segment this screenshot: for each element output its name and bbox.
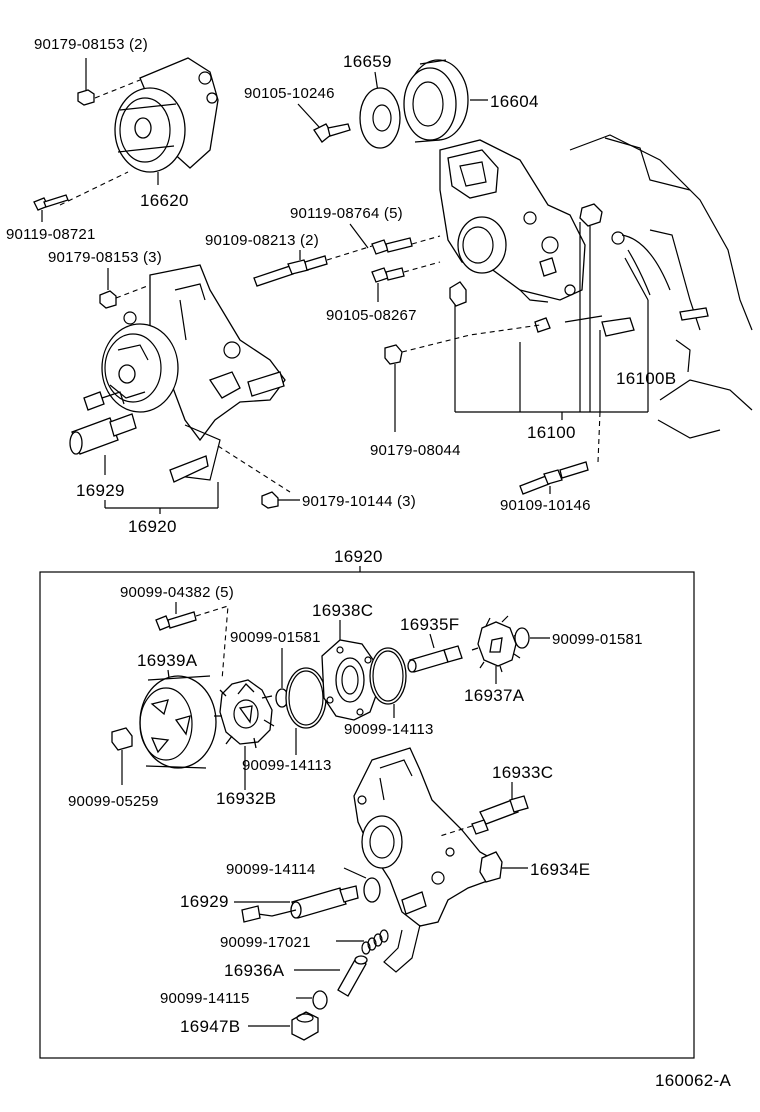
solenoid-16929-upper — [69, 391, 137, 455]
label-16620: 16620 — [140, 191, 189, 210]
o-ring-90099-14115 — [312, 990, 328, 1010]
solenoid-16929-box — [241, 885, 359, 923]
label-16659: 16659 — [343, 52, 392, 71]
label-90179-08153-3: 90179-08153 (3) — [48, 249, 162, 266]
label-16100: 16100 — [527, 423, 576, 442]
bolt-90099-04382 — [155, 602, 229, 681]
o-ring-90099-14113-a — [285, 667, 327, 729]
label-16929-top: 16929 — [76, 481, 125, 500]
label-90109-08213-2: 90109-08213 (2) — [205, 232, 319, 249]
label-90099-14114: 90099-14114 — [226, 861, 316, 878]
shaft-16935F — [407, 645, 463, 673]
spring-90099-17021 — [361, 929, 389, 955]
label-90099-14115: 90099-14115 — [160, 990, 250, 1007]
dowel-16100 — [449, 281, 467, 307]
label-90099-17021: 90099-17021 — [220, 934, 311, 951]
label-90099-14113-b: 90099-14113 — [344, 721, 434, 738]
label-90179-08044: 90179-08044 — [370, 442, 461, 459]
label-90099-05259: 90099-05259 — [68, 793, 159, 810]
fitting-16933C — [439, 795, 529, 837]
bushing-90099-05259 — [111, 727, 133, 785]
gear-16937A — [471, 615, 521, 673]
plate-16100B — [601, 317, 635, 337]
valve-16936A — [337, 955, 368, 997]
label-90109-10146: 90109-10146 — [500, 497, 591, 514]
label-16939A: 16939A — [137, 651, 198, 670]
label-16604: 16604 — [490, 92, 539, 111]
label-90119-08721: 90119-08721 — [6, 226, 96, 243]
gasket-piece-16100 — [534, 317, 551, 333]
label-16100B: 16100B — [616, 369, 676, 388]
engine-block-outline — [569, 134, 753, 439]
label-90099-01581-b: 90099-01581 — [552, 631, 643, 648]
label-16938C: 16938C — [312, 601, 373, 620]
oil-pump-assembly-16920 — [101, 264, 291, 493]
plug-16947B — [291, 1011, 319, 1041]
gear-16939A — [139, 675, 217, 769]
washer-90099-01581-b — [514, 627, 530, 649]
label-16920-top: 16920 — [128, 517, 177, 536]
leaders-16920-top — [104, 482, 219, 514]
leaders-16100 — [454, 222, 649, 420]
label-16934E: 16934E — [530, 860, 590, 879]
nut-90179-10144 — [261, 491, 300, 509]
bolt-90105-10246 — [297, 103, 351, 143]
nut-90179-08044 — [384, 324, 541, 432]
label-90179-10144-3: 90179-10144 (3) — [302, 493, 416, 510]
label-90179-08153-2: 90179-08153 (2) — [34, 36, 148, 53]
label-16933C: 16933C — [492, 763, 553, 782]
nut-90179-08153 — [77, 58, 95, 106]
label-90099-01581-a: 90099-01581 — [230, 629, 321, 646]
o-ring-90099-14113-b — [369, 647, 407, 705]
bolt-90119-08764 — [349, 223, 441, 255]
fitting-16934E — [479, 851, 503, 883]
gear-16932B — [214, 679, 275, 749]
label-90099-04382-5: 90099-04382 (5) — [120, 584, 234, 601]
stud-90109-10146 — [519, 411, 601, 495]
label-16937A: 16937A — [464, 686, 525, 705]
label-16936A: 16936A — [224, 961, 285, 980]
o-ring-90099-14114 — [363, 877, 381, 903]
label-90119-08764-5: 90119-08764 (5) — [290, 205, 403, 222]
pulley-16604 — [403, 59, 469, 143]
bolt-90119-08721 — [33, 194, 69, 222]
label-16947B: 16947B — [180, 1017, 240, 1036]
washer-16659 — [359, 87, 401, 149]
stud-90109-08213 — [253, 245, 373, 287]
label-90105-10246: 90105-10246 — [244, 85, 335, 102]
label-16935F: 16935F — [400, 615, 459, 634]
label-16920-box: 16920 — [334, 547, 383, 566]
label-16929-box: 16929 — [180, 892, 229, 911]
label-90105-08267: 90105-08267 — [326, 307, 417, 324]
idler-pulley-16620 — [59, 57, 219, 206]
bolt-90105-08267 — [371, 261, 441, 302]
assembly-box-16920 — [39, 571, 695, 1059]
cover-16938C — [321, 639, 379, 721]
oil-pump-body-16920 — [353, 747, 499, 973]
figure-code: 160062-A — [655, 1071, 731, 1090]
nut-90179-08153-3 — [99, 268, 151, 309]
water-pump-16100 — [439, 139, 603, 303]
label-90099-14113-a: 90099-14113 — [242, 757, 332, 774]
label-16932B: 16932B — [216, 789, 276, 808]
